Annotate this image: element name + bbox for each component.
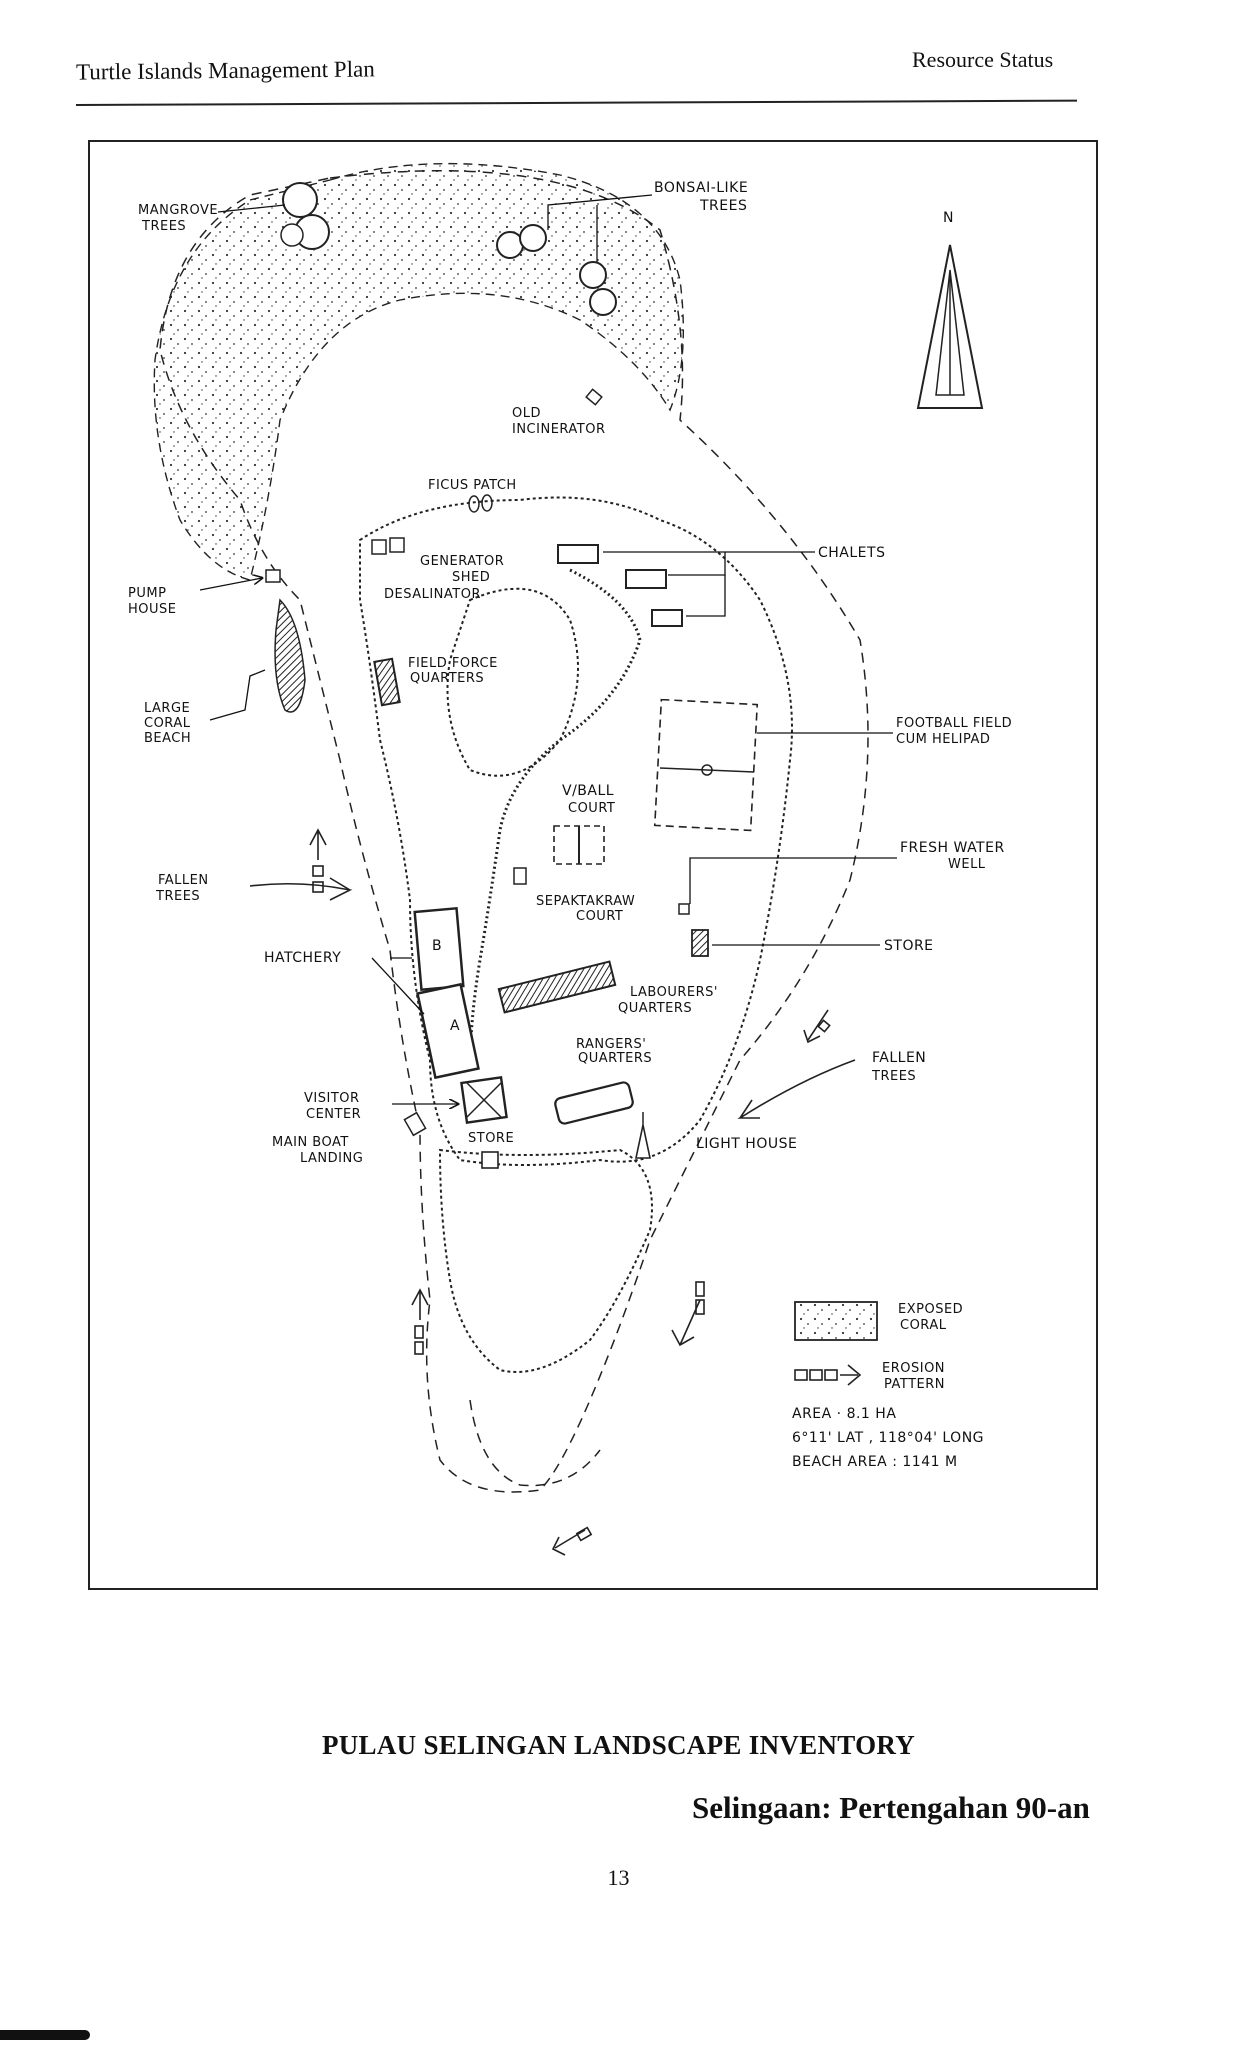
label-incinerator-1: OLD — [512, 406, 541, 421]
label-mangrove-2: TREES — [141, 219, 186, 234]
legend-exposed-coral-swatch — [794, 1301, 878, 1341]
store-right — [691, 929, 709, 957]
label-fallen-right-2: TREES — [871, 1069, 916, 1084]
label-desalinator: DESALINATOR — [384, 587, 481, 602]
label-football-2: CUM HELIPAD — [896, 732, 990, 747]
scan-edge-mark — [0, 2030, 90, 2040]
bonsai-trees — [496, 224, 617, 316]
map-frame — [88, 140, 1098, 1590]
labourers-quarters — [497, 960, 617, 1014]
erosion-arrows — [249, 828, 856, 1556]
sepaktakraw-court — [513, 867, 527, 885]
label-fresh-water-1: FRESH WATER — [900, 840, 1005, 856]
exposed-coral-area — [153, 162, 685, 581]
label-vball-1: V/BALL — [562, 783, 614, 799]
label-generator-2: SHED — [452, 570, 490, 585]
label-generator-1: GENERATOR — [420, 554, 504, 569]
label-sepak-1: SEPAKTAKRAW — [536, 894, 635, 909]
generator-shed — [371, 537, 405, 555]
legend-coordinates: 6°11' LAT , 118°04' LONG — [792, 1430, 984, 1446]
label-visitor-1: VISITOR — [304, 1091, 360, 1106]
mangrove-trees — [280, 182, 330, 250]
label-fallen-left-2: TREES — [155, 889, 200, 904]
legend-exposed-coral-2: CORAL — [900, 1318, 947, 1333]
figure-caption: PULAU SELINGAN LANDSCAPE INVENTORY — [321, 1730, 916, 1760]
legend-erosion-1: EROSION — [882, 1361, 945, 1376]
pump-house-marker — [265, 569, 281, 583]
label-fallen-left-1: FALLEN — [158, 873, 209, 888]
label-pump-1: PUMP — [128, 586, 166, 601]
label-sepak-2: COURT — [576, 909, 623, 924]
north-arrow-icon — [916, 244, 984, 409]
legend-erosion-swatch — [794, 1364, 862, 1386]
label-vball-2: COURT — [568, 801, 615, 816]
label-field-force-2: QUARTERS — [410, 671, 484, 686]
label-store-bottom: STORE — [468, 1131, 514, 1146]
label-boat-1: MAIN BOAT — [272, 1135, 349, 1150]
label-bonsai-2: TREES — [699, 198, 747, 214]
legend-exposed-coral-1: EXPOSED — [898, 1302, 963, 1317]
map-legend — [794, 1301, 878, 1386]
lighthouse-icon — [635, 1112, 651, 1159]
label-pump-2: HOUSE — [128, 602, 177, 617]
page-number: 13 — [607, 1865, 630, 1890]
inner-clearing — [446, 587, 579, 777]
label-boat-2: LANDING — [300, 1151, 363, 1166]
store-bottom — [481, 1151, 499, 1169]
ficus-patch — [468, 494, 493, 513]
label-fresh-water-2: WELL — [948, 857, 986, 872]
label-rangers-2: QUARTERS — [578, 1051, 652, 1066]
fresh-water-well — [678, 903, 690, 915]
label-football-1: FOOTBALL FIELD — [896, 716, 1012, 731]
label-large-coral-3: BEACH — [144, 731, 191, 746]
label-ficus: FICUS PATCH — [428, 478, 517, 493]
label-large-coral-2: CORAL — [144, 716, 191, 731]
label-large-coral-1: LARGE — [144, 701, 190, 716]
label-lighthouse: LIGHT HOUSE — [696, 1136, 797, 1152]
label-incinerator-2: INCINERATOR — [512, 422, 606, 437]
hatchery — [413, 906, 480, 1080]
island-outer-boundary — [159, 169, 869, 1493]
rangers-quarters — [554, 1081, 634, 1125]
chalets — [557, 544, 683, 627]
label-labourers-2: QUARTERS — [618, 1001, 692, 1016]
north-label: N — [943, 210, 954, 226]
visitor-center — [460, 1076, 508, 1124]
label-rangers-1: RANGERS' — [576, 1037, 646, 1052]
label-hatchery: HATCHERY — [264, 950, 341, 966]
central-walkway — [468, 568, 642, 1071]
main-boat-landing — [403, 1111, 427, 1137]
incinerator-marker — [585, 388, 603, 406]
label-fallen-right-1: FALLEN — [872, 1050, 926, 1066]
football-field — [653, 698, 759, 832]
legend-beach-area: BEACH AREA : 1141 M — [792, 1454, 958, 1470]
label-visitor-2: CENTER — [306, 1107, 361, 1122]
running-header-section: Resource Status — [912, 47, 1054, 72]
label-field-force-1: FIELD FORCE — [408, 656, 498, 671]
label-labourers-1: LABOURERS' — [630, 985, 718, 1000]
field-force-quarters — [373, 657, 401, 707]
vegetation-boundary — [359, 496, 793, 1166]
large-coral-beach — [274, 598, 306, 713]
label-hatchery-a: A — [450, 1018, 460, 1034]
figure-subcaption: Selingaan: Pertengahan 90-an — [692, 1790, 1090, 1825]
label-store-right: STORE — [884, 938, 934, 954]
label-hatchery-b: B — [432, 938, 442, 954]
label-mangrove-1: MANGROVE — [138, 203, 218, 218]
legend-area: AREA · 8.1 HA — [792, 1406, 896, 1422]
label-chalets: CHALETS — [818, 545, 885, 561]
label-bonsai-1: BONSAI-LIKE — [654, 180, 748, 196]
south-lobe-boundary — [438, 1148, 653, 1373]
legend-erosion-2: PATTERN — [884, 1377, 945, 1392]
